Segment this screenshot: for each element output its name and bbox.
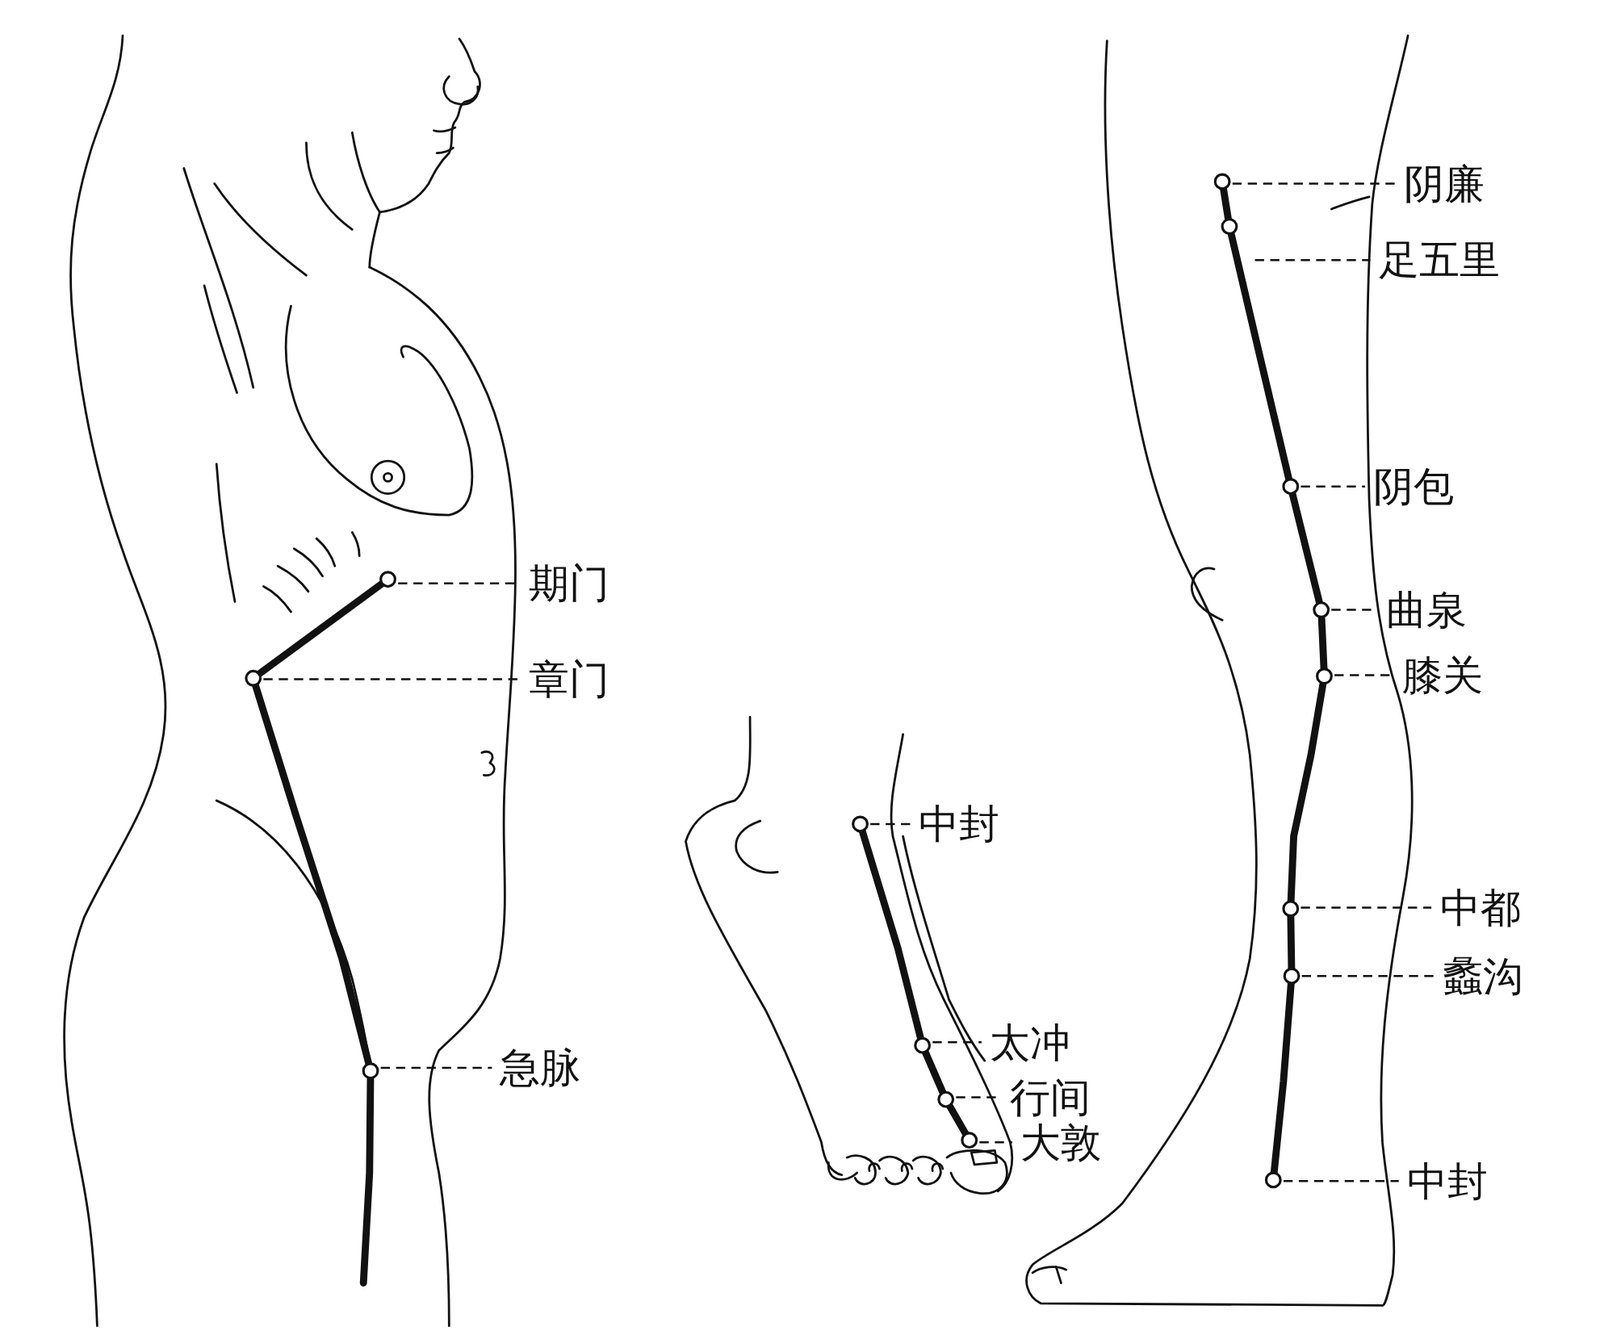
meridian-line — [1222, 181, 1324, 1181]
acupoint — [1283, 901, 1299, 917]
acupoint — [246, 670, 261, 686]
point-label: 章门 — [528, 659, 610, 700]
heel-line — [736, 820, 779, 873]
breast — [285, 305, 473, 516]
foot-front — [891, 734, 1013, 1192]
point-label: 急脉 — [499, 1047, 581, 1089]
body-outline — [64, 35, 1413, 1326]
acupoint — [962, 1133, 977, 1148]
leader-line — [263, 183, 1435, 1182]
nipple — [371, 460, 404, 494]
leader-line — [1255, 259, 1371, 262]
toenail — [869, 1164, 943, 1172]
acupoint — [1314, 603, 1329, 618]
point-label: 期门 — [528, 563, 610, 604]
meridian-line — [860, 824, 970, 1141]
point-label: 阴廉 — [1403, 163, 1485, 205]
acupoint — [1265, 1172, 1281, 1188]
meridian-line — [253, 579, 389, 1284]
leader-line — [397, 582, 521, 585]
face — [351, 38, 480, 213]
acupoint — [1284, 968, 1299, 984]
leader-line — [932, 1041, 982, 1044]
back-outline — [64, 35, 166, 1326]
leader-line — [1302, 975, 1435, 978]
leader-line — [1300, 485, 1366, 488]
acupoint — [246, 174, 1332, 1188]
arm-line — [204, 285, 237, 394]
navel — [481, 751, 495, 775]
acupoint — [381, 572, 396, 587]
leader-line — [979, 1141, 1012, 1144]
big-toe — [1032, 1266, 1067, 1283]
point-label: 中封 — [1407, 1161, 1488, 1203]
leader-line — [1331, 608, 1378, 612]
point-label: 膝关 — [1402, 655, 1483, 696]
arm-line — [216, 464, 235, 603]
point-label: 太冲 — [989, 1022, 1071, 1064]
toes — [828, 1150, 1007, 1194]
hip-line — [216, 800, 370, 1061]
acupoint — [1317, 669, 1332, 684]
point-label: 中封 — [918, 804, 1000, 845]
meridian-line — [253, 181, 1325, 1284]
point-label: 中都 — [1440, 887, 1521, 929]
leader-line — [955, 1096, 1002, 1099]
acupoint — [915, 1038, 930, 1053]
mouth — [433, 127, 456, 154]
acupoint — [1214, 174, 1230, 189]
leader-line — [870, 823, 910, 826]
point-label: 大敦 — [1020, 1122, 1102, 1164]
acupoint — [363, 1063, 378, 1079]
leader-line — [1300, 906, 1432, 909]
point-label: 足五里 — [1378, 239, 1500, 281]
foot-outline — [685, 716, 842, 1175]
nose — [443, 76, 478, 105]
leader-line — [263, 678, 520, 681]
acupoint — [1283, 479, 1299, 495]
acupoint — [938, 1092, 954, 1107]
leader-line — [1232, 182, 1396, 185]
point-label: 阴包 — [1373, 466, 1454, 507]
leader-line — [1283, 1180, 1399, 1183]
point-label: 蠡沟 — [1442, 956, 1524, 997]
point-label: 曲泉 — [1386, 590, 1467, 631]
chest-front — [369, 267, 516, 1327]
acupoint — [1222, 219, 1237, 235]
leader-line — [381, 1067, 493, 1070]
point-label: 行间 — [1009, 1077, 1091, 1119]
leader-line — [1334, 674, 1394, 677]
neck — [305, 142, 380, 268]
knee-line — [1191, 568, 1223, 620]
rib-marks — [263, 532, 360, 613]
groin-line — [1331, 196, 1370, 210]
nipple — [383, 473, 392, 482]
arm-line — [214, 183, 307, 276]
arm-line — [184, 167, 254, 388]
acupoint — [853, 816, 868, 832]
toenail — [971, 1150, 997, 1165]
